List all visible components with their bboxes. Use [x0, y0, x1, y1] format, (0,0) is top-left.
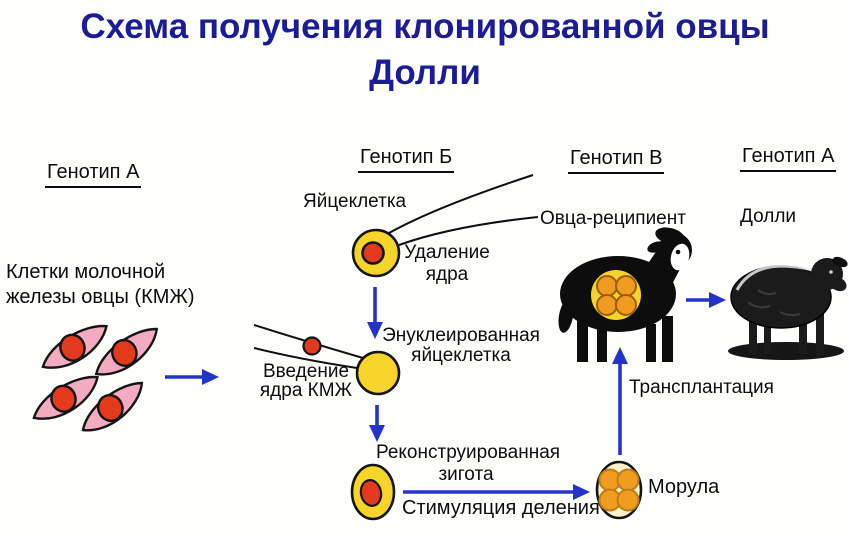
recipient-sheep-icon	[558, 227, 692, 362]
page-title: Схема получения клонированной овцы Долли	[0, 4, 850, 96]
enucleated-egg-icon	[355, 350, 401, 396]
division-stimulation-label: Стимуляция деления	[402, 497, 600, 519]
dolly-label: Долли	[740, 206, 797, 227]
nucleus-removal-label: Удаление ядра	[404, 242, 490, 285]
egg-cell-icon	[351, 228, 401, 278]
mammary-cells-label: Клетки молочной железы овцы (КМЖ)	[6, 261, 195, 308]
morula-label: Морула	[648, 476, 720, 498]
header-genotype-v: Генотип В	[568, 147, 665, 174]
recipient-sheep-label: Овца-реципиент	[540, 208, 686, 229]
dolly-sheep-icon	[728, 255, 848, 360]
header-genotype-a-right: Генотип А	[740, 145, 837, 172]
morula-icon	[595, 460, 643, 520]
removal-pipette-icon	[388, 174, 539, 246]
egg-cell-label: Яйцеклетка	[303, 191, 407, 212]
header-genotype-a-left: Генотип А	[45, 161, 142, 188]
page-title-line1: Схема получения клонированной овцы	[80, 7, 770, 46]
nucleus-injection-label: Введение ядра КМЖ	[259, 361, 353, 401]
implanted-morula-icon	[591, 270, 641, 320]
sheep-face	[670, 243, 690, 271]
zygote-icon	[350, 463, 396, 521]
enucleated-egg-label: Энуклеированная яйцеклетка	[382, 325, 540, 366]
transplantation-label: Трансплантация	[629, 377, 774, 398]
reconstructed-zygote-label: Реконструированная зигота	[376, 442, 561, 485]
page-title-line2: Долли	[369, 53, 481, 92]
kmzh-nucleus-icon	[302, 336, 322, 356]
mammary-cells-icon	[32, 324, 159, 432]
header-genotype-b: Генотип Б	[358, 146, 455, 173]
injection-pipette-icon	[253, 324, 364, 369]
